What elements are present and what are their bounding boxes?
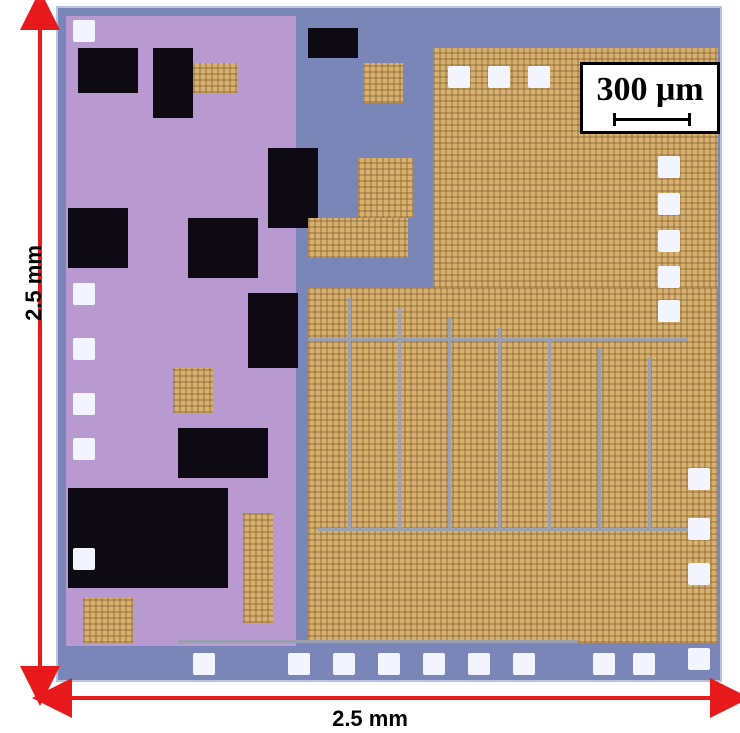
serpentine-trace <box>648 358 651 528</box>
serpentine-trace <box>548 338 551 528</box>
logic-block <box>178 428 268 478</box>
bond-pad <box>73 283 95 305</box>
bond-pad <box>593 653 615 675</box>
bond-pad <box>633 653 655 675</box>
bond-pad <box>688 518 710 540</box>
serpentine-trace <box>598 348 601 528</box>
bond-pad <box>488 66 510 88</box>
bond-pad <box>528 66 550 88</box>
bond-pad <box>288 653 310 675</box>
serpentine-trace <box>178 640 578 643</box>
bond-pad <box>688 468 710 490</box>
metal-fill-region <box>308 288 718 643</box>
logic-block <box>68 208 128 268</box>
bond-pad <box>333 653 355 675</box>
bond-pad <box>688 648 710 670</box>
gold-array <box>83 598 133 643</box>
bond-pad <box>658 193 680 215</box>
bond-pad <box>378 653 400 675</box>
logic-block <box>308 28 358 58</box>
bond-pad <box>658 300 680 322</box>
gold-array <box>193 63 238 93</box>
bond-pad <box>688 563 710 585</box>
gold-array <box>173 368 213 413</box>
gold-array <box>363 63 403 103</box>
bond-pad <box>658 266 680 288</box>
scale-bar-label: 300 μm <box>596 71 704 108</box>
serpentine-trace <box>348 298 351 528</box>
logic-block <box>188 218 258 278</box>
serpentine-trace <box>318 528 698 531</box>
bond-pad <box>658 156 680 178</box>
bond-pad <box>73 438 95 460</box>
logic-block <box>268 148 318 228</box>
width-label: 2.5 mm <box>332 706 408 731</box>
bond-pad <box>423 653 445 675</box>
scale-bar: 300 μm <box>580 62 720 134</box>
gold-array <box>358 158 413 218</box>
bond-pad <box>448 66 470 88</box>
gold-array <box>308 218 408 258</box>
logic-block <box>78 48 138 93</box>
bond-pad <box>658 230 680 252</box>
bond-pad <box>513 653 535 675</box>
gold-array <box>243 513 273 623</box>
bond-pad <box>193 653 215 675</box>
logic-block <box>248 293 298 368</box>
logic-block <box>153 48 193 118</box>
bond-pad <box>73 393 95 415</box>
bond-pad <box>73 20 95 42</box>
serpentine-trace <box>448 318 451 528</box>
bond-pad <box>73 548 95 570</box>
scale-bar-line <box>613 113 691 126</box>
serpentine-trace <box>398 308 401 528</box>
logic-block <box>68 488 228 588</box>
serpentine-trace <box>498 328 501 528</box>
height-label: 2.5 mm <box>21 245 46 321</box>
bond-pad <box>73 338 95 360</box>
bond-pad <box>468 653 490 675</box>
